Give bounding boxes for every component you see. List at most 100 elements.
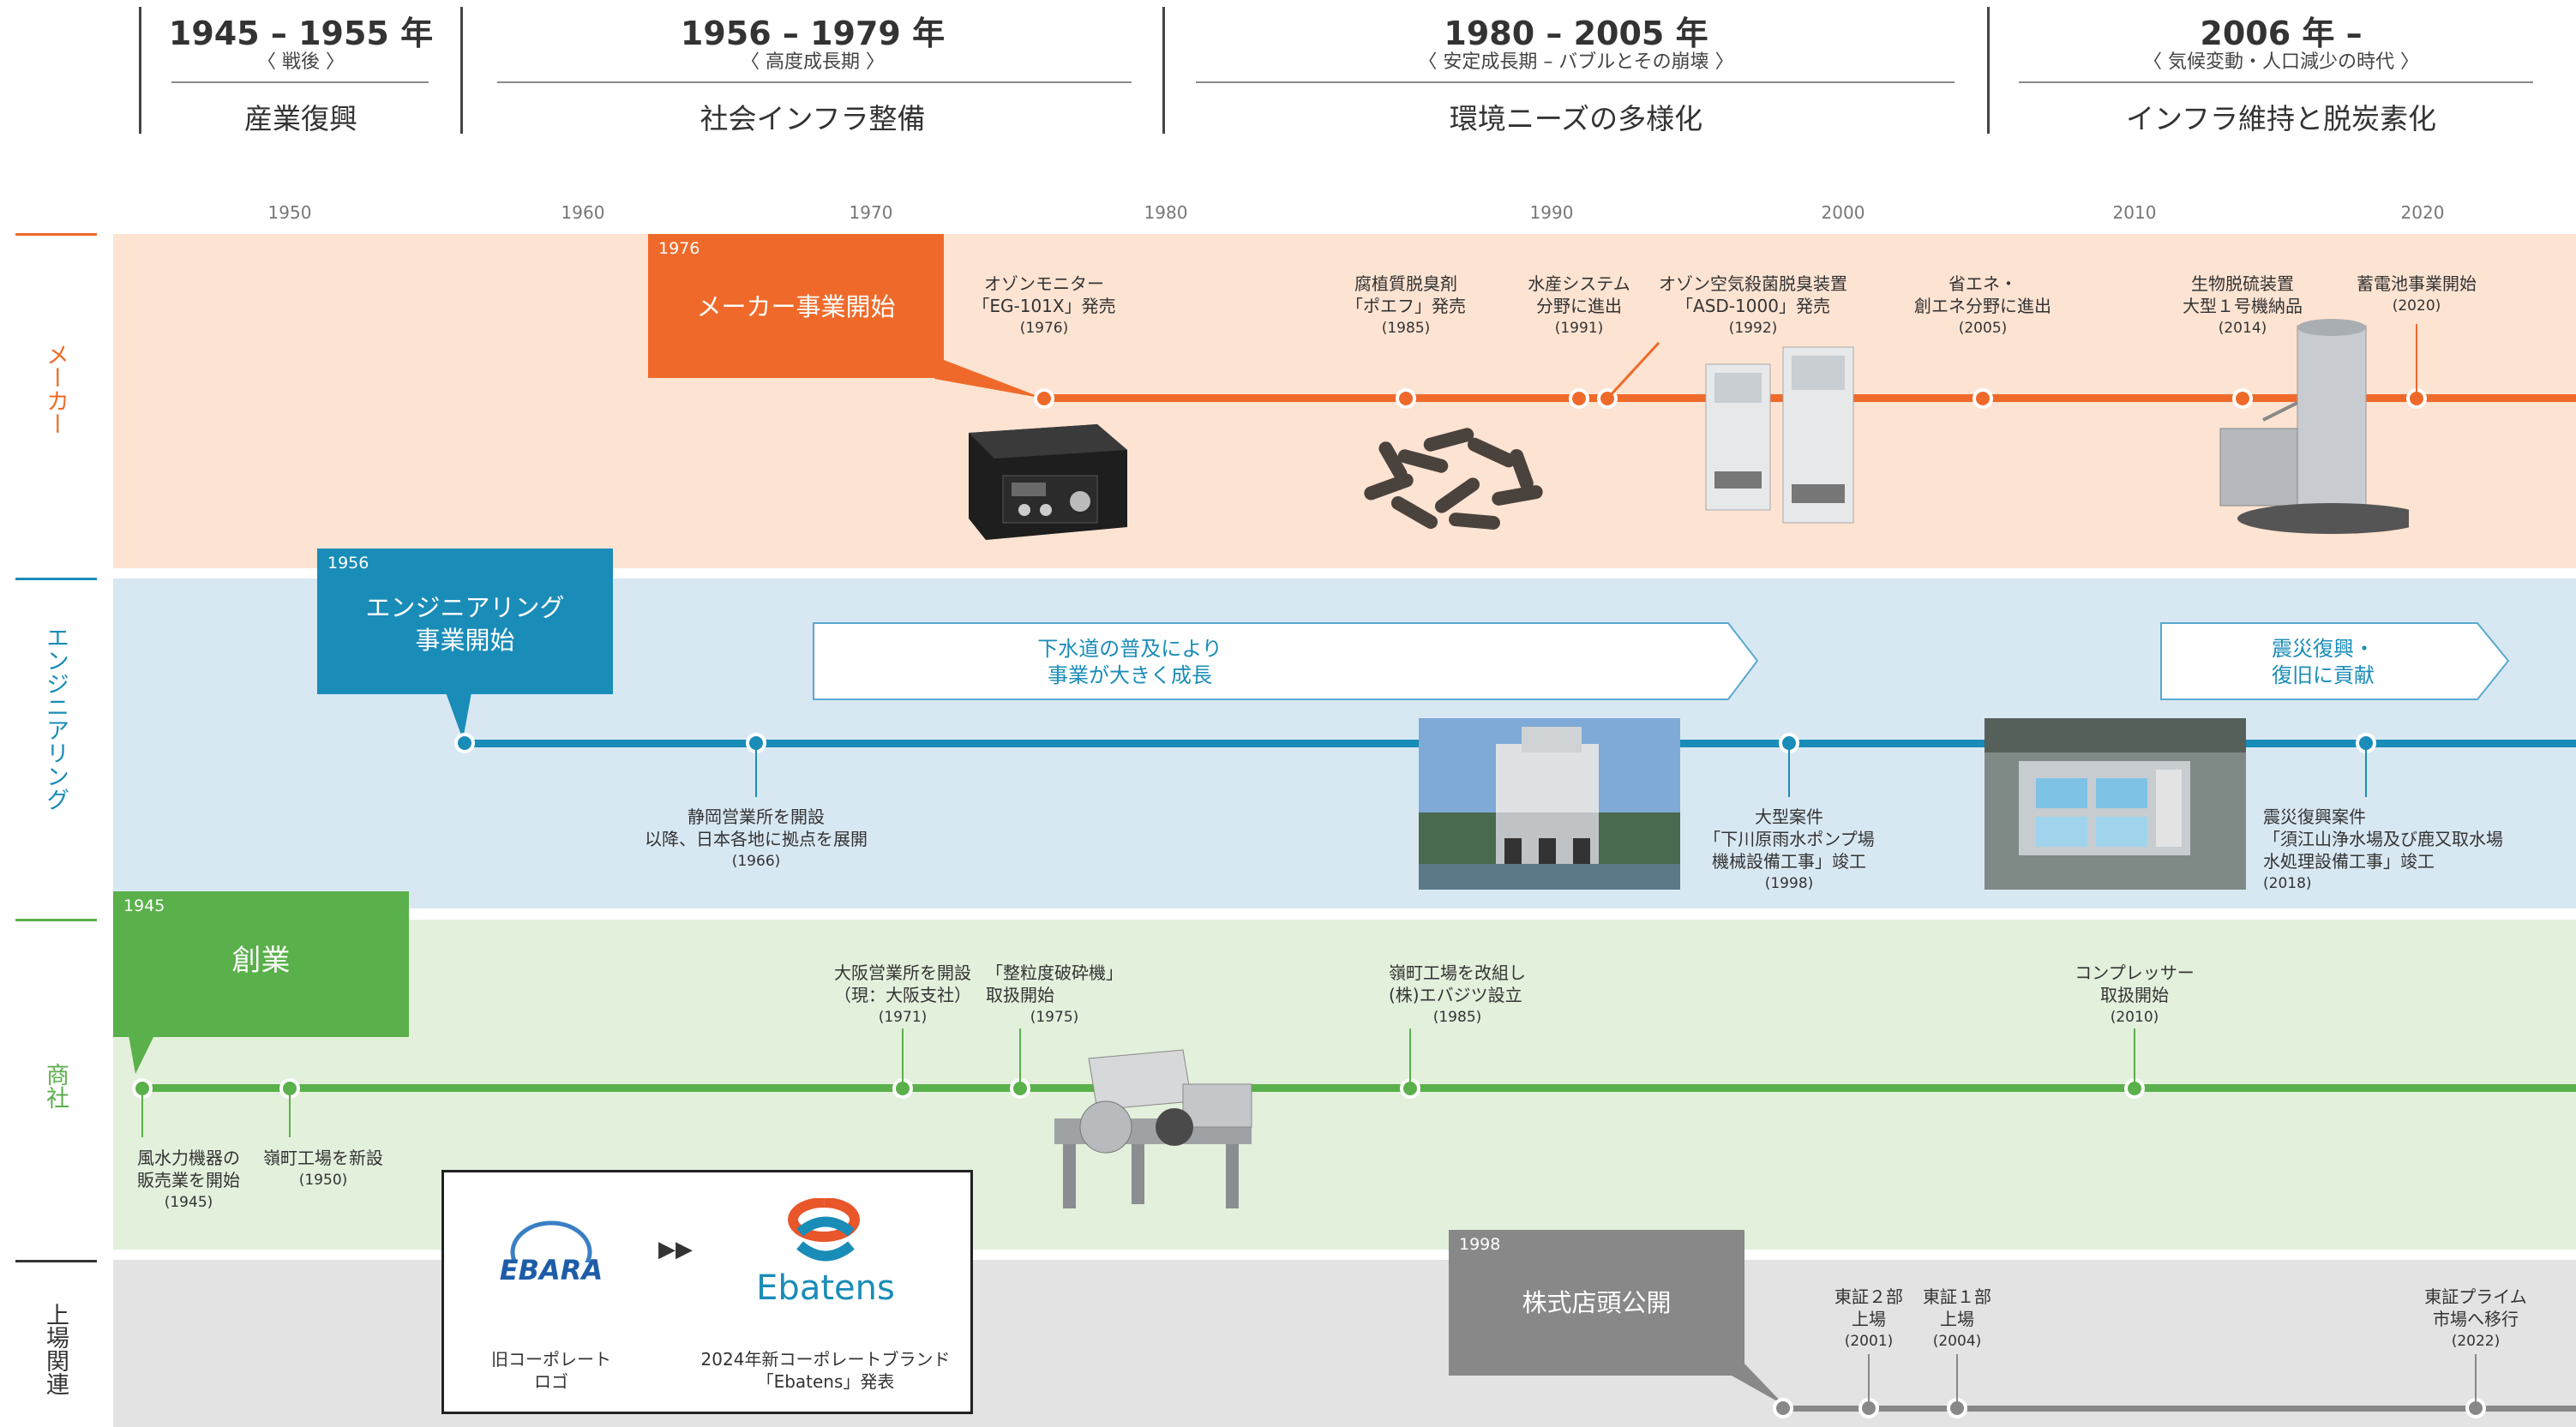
event-year: (2020) [2392, 297, 2441, 315]
trading-track [137, 1084, 2576, 1092]
event-year: (1985) [1432, 1009, 1482, 1026]
event-dot[interactable] [2232, 388, 2253, 409]
row-label-maker: メーカー [38, 343, 72, 443]
callout-year: 1976 [658, 239, 700, 258]
event-year: (1998) [1764, 875, 1814, 892]
event-title: 生物脱硫装置 大型１号機納品 [2183, 273, 2303, 316]
arrow-text: 震災復興・ 復旧に貢献 [2272, 637, 2375, 687]
era-name: インフラ維持と脱炭素化 [2125, 102, 2436, 135]
callout-year: 1956 [327, 554, 369, 573]
event-label: 東証２部 上場(2001) [1834, 1286, 1903, 1352]
event-title: 蓄電池事業開始 [2357, 273, 2477, 294]
event-label: 腐植質脱臭剤 「ポエフ」発売 (1985) [1346, 273, 1466, 339]
event-title: 風水力機器の 販売業を開始 [137, 1148, 240, 1190]
event-title: 震災復興案件 「須江山浄水場及び鹿又取水場 水処理設備工事」竣工 [2263, 806, 2503, 872]
event-title: 腐植質脱臭剤 「ポエフ」発売 [1346, 273, 1466, 316]
event-year: (1975) [1030, 1009, 1079, 1026]
row-label-text: エンジニアリング [42, 626, 69, 811]
era-name: 環境ニーズの多様化 [1449, 102, 1703, 135]
year-tick: 2020 [2400, 202, 2445, 223]
callout-title: 創業 [231, 944, 291, 978]
event-label: 震災復興案件 「須江山浄水場及び鹿又取水場 水処理設備工事」竣工 (2018) [2263, 806, 2503, 895]
ebara-logo: EBARA [491, 1220, 611, 1297]
event-year: (2022) [2451, 1333, 2501, 1350]
year-tick: 1980 [1144, 202, 1188, 223]
era-range: 1980 – 2005 年 [1444, 15, 1708, 52]
event-year: (2005) [1958, 320, 2008, 337]
event-label: 「整粒度破砕機」 取扱開始 (1975) [986, 962, 1123, 1028]
year-tick: 1970 [849, 202, 893, 223]
event-label: 水産システム 分野に進出(1991) [1528, 273, 1630, 339]
pump-station-photo [1419, 718, 1680, 890]
era-range: 1956 – 1979 年 [680, 15, 946, 52]
event-dot[interactable] [454, 733, 475, 753]
event-label: オゾン空気殺菌脱臭装置 「ASD-1000」発売 (1992) [1659, 273, 1847, 339]
ebatens-logo-graphic [788, 1197, 860, 1262]
era-name: 産業復興 [244, 102, 357, 135]
row-label-text: メーカー [42, 343, 69, 435]
listing-callout: 1998 株式店頭公開 [1449, 1230, 1744, 1376]
event-year: (1991) [1554, 320, 1604, 337]
event-title: 「整粒度破砕機」 取扱開始 [986, 962, 1123, 1005]
brand-box: EBARA ▶▶ Ebatens 旧コーポレート ロゴ 2024年新コーポレート… [441, 1170, 973, 1414]
crusher-photo [1054, 1049, 1252, 1208]
growth-arrow [813, 622, 1759, 700]
event-label: 東証プライム 市場へ移行 (2022) [2424, 1286, 2527, 1352]
event-dot[interactable] [1773, 1398, 1793, 1418]
event-dot[interactable] [1973, 388, 1993, 409]
event-title: 東証プライム 市場へ移行 [2424, 1286, 2527, 1329]
row-label-listing: 上場関連 [38, 1303, 72, 1403]
new-brand-caption: 2024年新コーポレートブランド 「Ebatens」発表 [700, 1349, 951, 1392]
event-dot[interactable] [1396, 388, 1416, 409]
ebara-logo-text: EBARA [499, 1254, 603, 1286]
event-label: 生物脱硫装置 大型１号機納品(2014) [2183, 273, 2303, 339]
maker-callout-pointer [934, 360, 1044, 399]
arrow-text: 下水道の普及により 事業が大きく成長 [1037, 637, 1222, 687]
recovery-arrow-text: 震災復興・ 復旧に貢献 [2272, 636, 2375, 689]
year-tick: 1990 [1529, 202, 1574, 223]
row-label-text: 上場関連 [42, 1303, 69, 1395]
event-dot[interactable] [1569, 388, 1589, 409]
desulfurization-unit-photo [2219, 319, 2409, 534]
engineering-callout: 1956 エンジニアリング 事業開始 [317, 549, 613, 694]
listing-track [1774, 1406, 2576, 1412]
event-label: 嶺町工場を改組し (株)エバジツ設立 (1985) [1389, 962, 1526, 1028]
event-year: (1985) [1381, 320, 1431, 337]
era-name: 社会インフラ整備 [700, 102, 926, 135]
event-title: オゾン空気殺菌脱臭装置 「ASD-1000」発売 [1659, 273, 1847, 316]
event-year: (1976) [1019, 320, 1069, 337]
event-title: コンプレッサー 取扱開始 [2075, 962, 2195, 1005]
event-title: 省エネ・ 創エネ分野に進出 [1914, 273, 2051, 316]
ebatens-logo-text: Ebatens [756, 1268, 895, 1308]
event-label: 蓄電池事業開始 (2020) [2357, 273, 2477, 317]
event-title: 大型案件 「下川原雨水ポンプ場 機械設備工事」竣工 [1703, 806, 1875, 872]
event-dot[interactable] [1034, 388, 1054, 409]
era-sub: 〈 気候変動・人口減少の時代 〉 [2143, 51, 2419, 73]
leader-line [1607, 341, 1660, 399]
callout-title: 株式店頭公開 [1522, 1288, 1672, 1317]
event-year: (2018) [2263, 875, 2312, 892]
event-title: 嶺町工場を改組し (株)エバジツ設立 [1389, 962, 1526, 1005]
event-year: (1950) [298, 1172, 348, 1189]
old-logo-caption: 旧コーポレート ロゴ [491, 1349, 611, 1392]
year-tick: 1950 [267, 202, 312, 223]
year-tick: 1960 [561, 202, 605, 223]
event-label: 大阪営業所を開設 （現：大阪支社）(1971) [834, 962, 971, 1028]
year-tick: 2010 [2112, 202, 2157, 223]
trading-callout-pointer [129, 1035, 154, 1074]
event-title: 嶺町工場を新設 [263, 1148, 383, 1168]
row-label-engineering: エンジニアリング [38, 626, 72, 818]
event-label: 省エネ・ 創エネ分野に進出 (2005) [1914, 273, 2051, 339]
ebatens-logo: Ebatens [740, 1197, 911, 1310]
event-label: 大型案件 「下川原雨水ポンプ場 機械設備工事」竣工 (1998) [1703, 806, 1874, 895]
callout-year: 1945 [123, 896, 165, 915]
year-tick: 2000 [1821, 202, 1865, 223]
event-label: 東証１部 上場(2004) [1923, 1286, 1991, 1352]
ozone-monitor-photo [969, 424, 1127, 540]
growth-arrow-text: 下水道の普及により 事業が大きく成長 [1037, 636, 1222, 689]
event-year: (1966) [731, 853, 781, 870]
event-label: 静岡営業所を開設 以降、日本各地に拠点を展開(1966) [645, 806, 868, 872]
event-title: 東証１部 上場 [1923, 1286, 1991, 1329]
event-year: (1992) [1728, 320, 1778, 337]
row-label-trading: 商社 [38, 1063, 72, 1117]
